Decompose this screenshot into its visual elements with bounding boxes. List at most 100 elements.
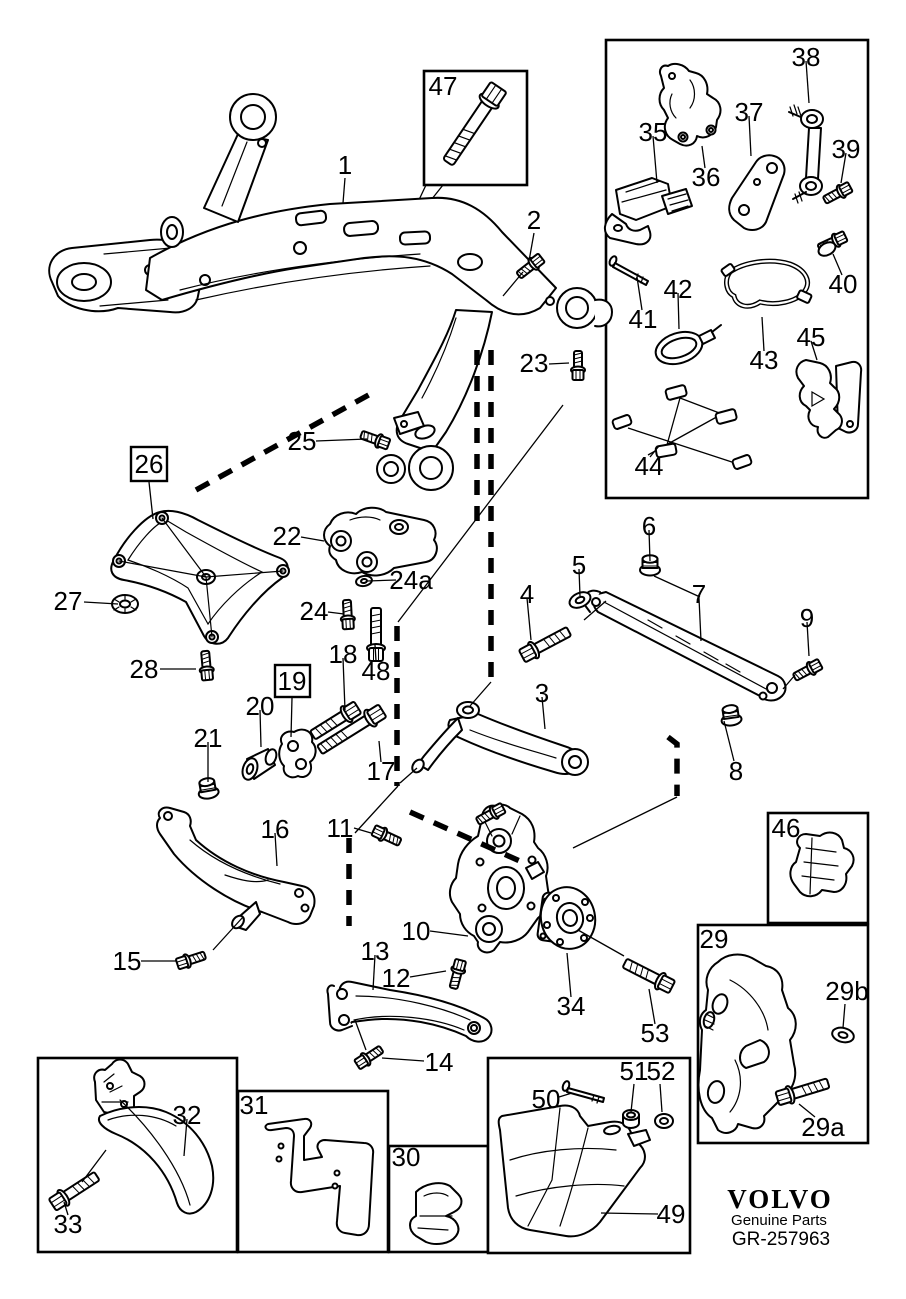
callout-16: 16 <box>261 814 290 844</box>
callout-34: 34 <box>557 991 586 1021</box>
part-20-bushing-drawing <box>241 748 278 781</box>
callout-30: 30 <box>392 1142 421 1172</box>
part-51-nut-drawing <box>622 1109 640 1129</box>
part-30-clip-drawing <box>409 1182 463 1245</box>
part-45-clip-drawing <box>795 359 863 439</box>
part-8-nut <box>718 702 744 728</box>
callout-38: 38 <box>792 42 821 72</box>
callout-27: 27 <box>54 586 83 616</box>
callout-29b: 29b <box>825 976 868 1006</box>
callout-11: 11 <box>327 813 354 843</box>
callout-35: 35 <box>639 117 668 147</box>
callout-24a: 24a <box>389 565 433 595</box>
callout-10: 10 <box>402 916 431 946</box>
part-10-knuckle-drawing <box>448 803 550 954</box>
part-53-bolt <box>619 954 678 997</box>
callout-19-box <box>273 663 312 699</box>
callout-1: 1 <box>338 150 352 180</box>
callout-21: 21 <box>194 723 223 753</box>
callout-49: 49 <box>657 1199 686 1229</box>
callout-51: 51 <box>620 1056 649 1086</box>
part-44-harness-drawing <box>611 384 753 470</box>
callout-24: 24 <box>300 596 329 626</box>
part-40-bolt-drawing <box>815 228 850 257</box>
callout-25: 25 <box>288 426 317 456</box>
brand-block: VOLVO Genuine Parts GR-257963 <box>727 1184 832 1250</box>
part-24-bolt <box>338 598 357 631</box>
callout-26-box <box>129 445 169 483</box>
callout-50: 50 <box>532 1084 561 1114</box>
part-15-bolt <box>174 947 209 972</box>
part-42-cable-tie-drawing <box>654 324 722 366</box>
part-31-bracket-drawing <box>264 1117 375 1237</box>
part-38-link-drawing <box>788 104 824 204</box>
callout-26: 26 <box>135 449 164 479</box>
callout-3: 3 <box>535 678 549 708</box>
part-11-bolt <box>369 822 404 850</box>
part-41-stud-drawing <box>608 255 649 286</box>
callout-12: 12 <box>382 963 411 993</box>
callout-43: 43 <box>750 345 779 375</box>
callout-17: 17 <box>367 756 396 786</box>
part-4-bolt <box>516 622 575 666</box>
callout-5: 5 <box>572 550 586 580</box>
volvo-logo: VOLVO <box>727 1184 832 1214</box>
callout-14: 14 <box>425 1047 454 1077</box>
callout-40: 40 <box>829 269 858 299</box>
part-23-bolt <box>570 350 586 381</box>
part-7-bracket-drawing <box>582 589 787 702</box>
callout-53: 53 <box>641 1018 670 1048</box>
callout-32: 32 <box>173 1100 202 1130</box>
part-22-bracket-drawing <box>323 506 438 577</box>
callout-48: 48 <box>362 656 391 686</box>
callout-44: 44 <box>635 451 664 481</box>
callout-22: 22 <box>273 521 302 551</box>
part-16-arm-drawing <box>156 806 316 931</box>
part-28-bolt <box>197 649 216 682</box>
callout-labels: 1 2 47 23 25 26 27 28 22 24a 24 18 48 19… <box>54 42 869 1239</box>
callout-18: 18 <box>329 639 358 669</box>
callout-9: 9 <box>800 603 814 633</box>
part-26-bracket-drawing <box>110 509 290 645</box>
callout-46: 46 <box>772 813 801 843</box>
callout-33: 33 <box>54 1209 83 1239</box>
callout-29a: 29a <box>801 1112 845 1142</box>
callout-41: 41 <box>629 304 658 334</box>
part-3-upper-arm-drawing <box>411 701 589 776</box>
callout-7: 7 <box>692 579 706 609</box>
part-46-clip-drawing <box>789 831 855 898</box>
callout-28: 28 <box>130 654 159 684</box>
callout-19: 19 <box>278 666 307 696</box>
part-52-washer-drawing <box>654 1113 674 1129</box>
part-12-screw <box>445 957 469 992</box>
part-35-sensor-drawing <box>604 177 693 246</box>
callout-37: 37 <box>735 97 764 127</box>
callout-47: 47 <box>429 71 458 101</box>
leader-lines <box>63 60 847 1216</box>
part-1-subframe-drawing <box>48 93 613 491</box>
part-24a-washer <box>355 574 373 588</box>
callout-29: 29 <box>700 924 729 954</box>
callout-31: 31 <box>240 1090 269 1120</box>
callout-13: 13 <box>361 936 390 966</box>
callout-15: 15 <box>113 946 142 976</box>
callout-4: 4 <box>520 579 534 609</box>
callout-20: 20 <box>246 691 275 721</box>
part-13-arm-drawing <box>326 980 493 1043</box>
part-19-clamp-drawing <box>278 728 317 779</box>
callout-39: 39 <box>832 134 861 164</box>
part-29-cover-drawing <box>697 953 797 1134</box>
callout-2: 2 <box>527 205 541 235</box>
part-14-screw <box>352 1042 387 1072</box>
drawing-number: GR-257963 <box>732 1229 830 1250</box>
alignment-lines <box>81 271 796 1183</box>
part-36-bracket-drawing <box>658 62 722 147</box>
part-drawings <box>46 62 863 1245</box>
part-50-pin-drawing <box>561 1080 605 1104</box>
callout-36: 36 <box>692 162 721 192</box>
part-34-hub-drawing <box>536 886 597 950</box>
part-32-mudguard-drawing <box>93 1058 215 1215</box>
callout-8: 8 <box>729 756 743 786</box>
